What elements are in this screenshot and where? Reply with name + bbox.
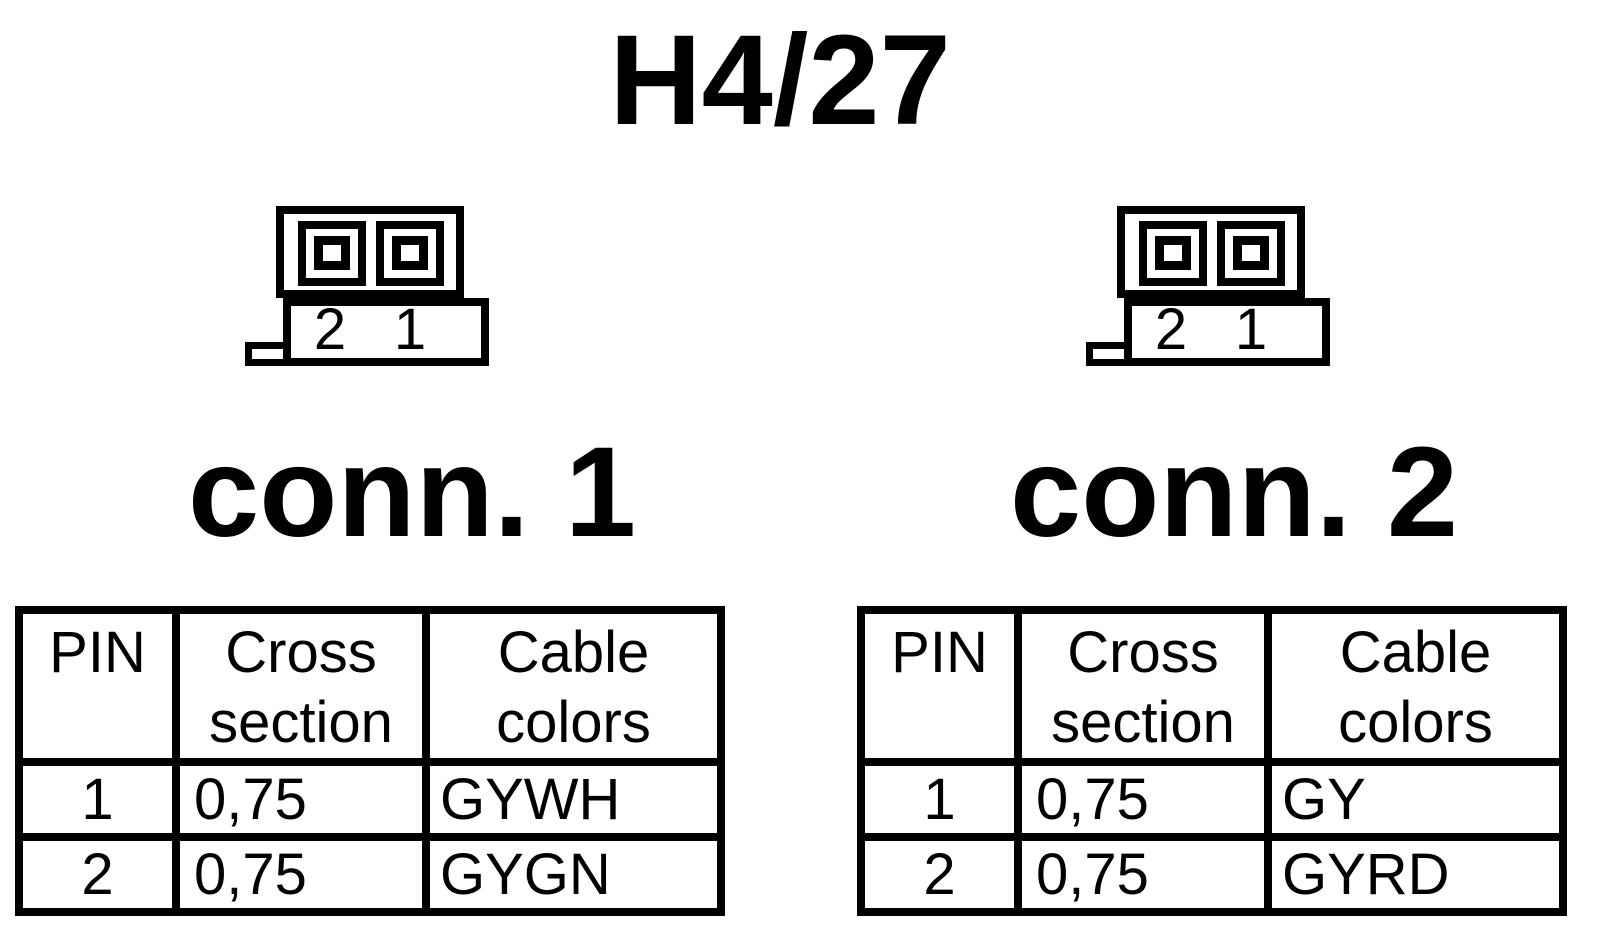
column-header-cross-section: Cross section bbox=[172, 606, 430, 766]
pin-cell: 1 bbox=[15, 758, 180, 841]
connector-2-diagram: 2 1 bbox=[1086, 202, 1336, 372]
connector-base bbox=[283, 298, 489, 366]
connector-1-diagram: 2 1 bbox=[245, 202, 495, 372]
connector-base bbox=[1124, 298, 1330, 366]
table-row: 1 0,75 GY bbox=[857, 758, 1567, 841]
pin-number-label: 1 bbox=[393, 297, 427, 362]
cross-section-cell: 0,75 bbox=[1014, 833, 1272, 916]
table-row: 1 0,75 GYWH bbox=[15, 758, 725, 841]
cross-section-cell: 0,75 bbox=[172, 833, 430, 916]
pin-socket-icon bbox=[1139, 221, 1207, 286]
table-header-row: PIN Cross section Cable colors bbox=[857, 606, 1567, 766]
pin-number-label: 2 bbox=[313, 297, 347, 362]
connector-2-title: conn. 2 bbox=[1010, 421, 1459, 564]
cable-color-cell: GY bbox=[1264, 758, 1567, 841]
column-header-cable-colors: Cable colors bbox=[422, 606, 725, 766]
pin-terminal-icon bbox=[1233, 236, 1269, 270]
pin-cell: 2 bbox=[857, 833, 1022, 916]
pin-cell: 2 bbox=[15, 833, 180, 916]
cross-section-cell: 0,75 bbox=[172, 758, 430, 841]
pin-socket-icon bbox=[1217, 221, 1285, 286]
table-row: 2 0,75 GYGN bbox=[15, 833, 725, 916]
column-header-cross-section: Cross section bbox=[1014, 606, 1272, 766]
pin-number-label: 1 bbox=[1234, 297, 1268, 362]
pin-terminal-icon bbox=[392, 236, 428, 270]
pin-table-conn1: PIN Cross section Cable colors 1 0,75 GY… bbox=[15, 606, 725, 916]
pin-number-label: 2 bbox=[1154, 297, 1188, 362]
column-header-pin: PIN bbox=[857, 606, 1022, 766]
cable-color-cell: GYRD bbox=[1264, 833, 1567, 916]
table-header-row: PIN Cross section Cable colors bbox=[15, 606, 725, 766]
pin-table-conn2: PIN Cross section Cable colors 1 0,75 GY… bbox=[857, 606, 1567, 916]
page-title: H4/27 bbox=[609, 9, 951, 152]
column-header-cable-colors: Cable colors bbox=[1264, 606, 1567, 766]
cross-section-cell: 0,75 bbox=[1014, 758, 1272, 841]
cable-color-cell: GYGN bbox=[422, 833, 725, 916]
pin-terminal-icon bbox=[1155, 236, 1191, 270]
column-header-pin: PIN bbox=[15, 606, 180, 766]
pin-cell: 1 bbox=[857, 758, 1022, 841]
connector-1-title: conn. 1 bbox=[188, 421, 637, 564]
cable-color-cell: GYWH bbox=[422, 758, 725, 841]
table-row: 2 0,75 GYRD bbox=[857, 833, 1567, 916]
pin-terminal-icon bbox=[314, 236, 350, 270]
